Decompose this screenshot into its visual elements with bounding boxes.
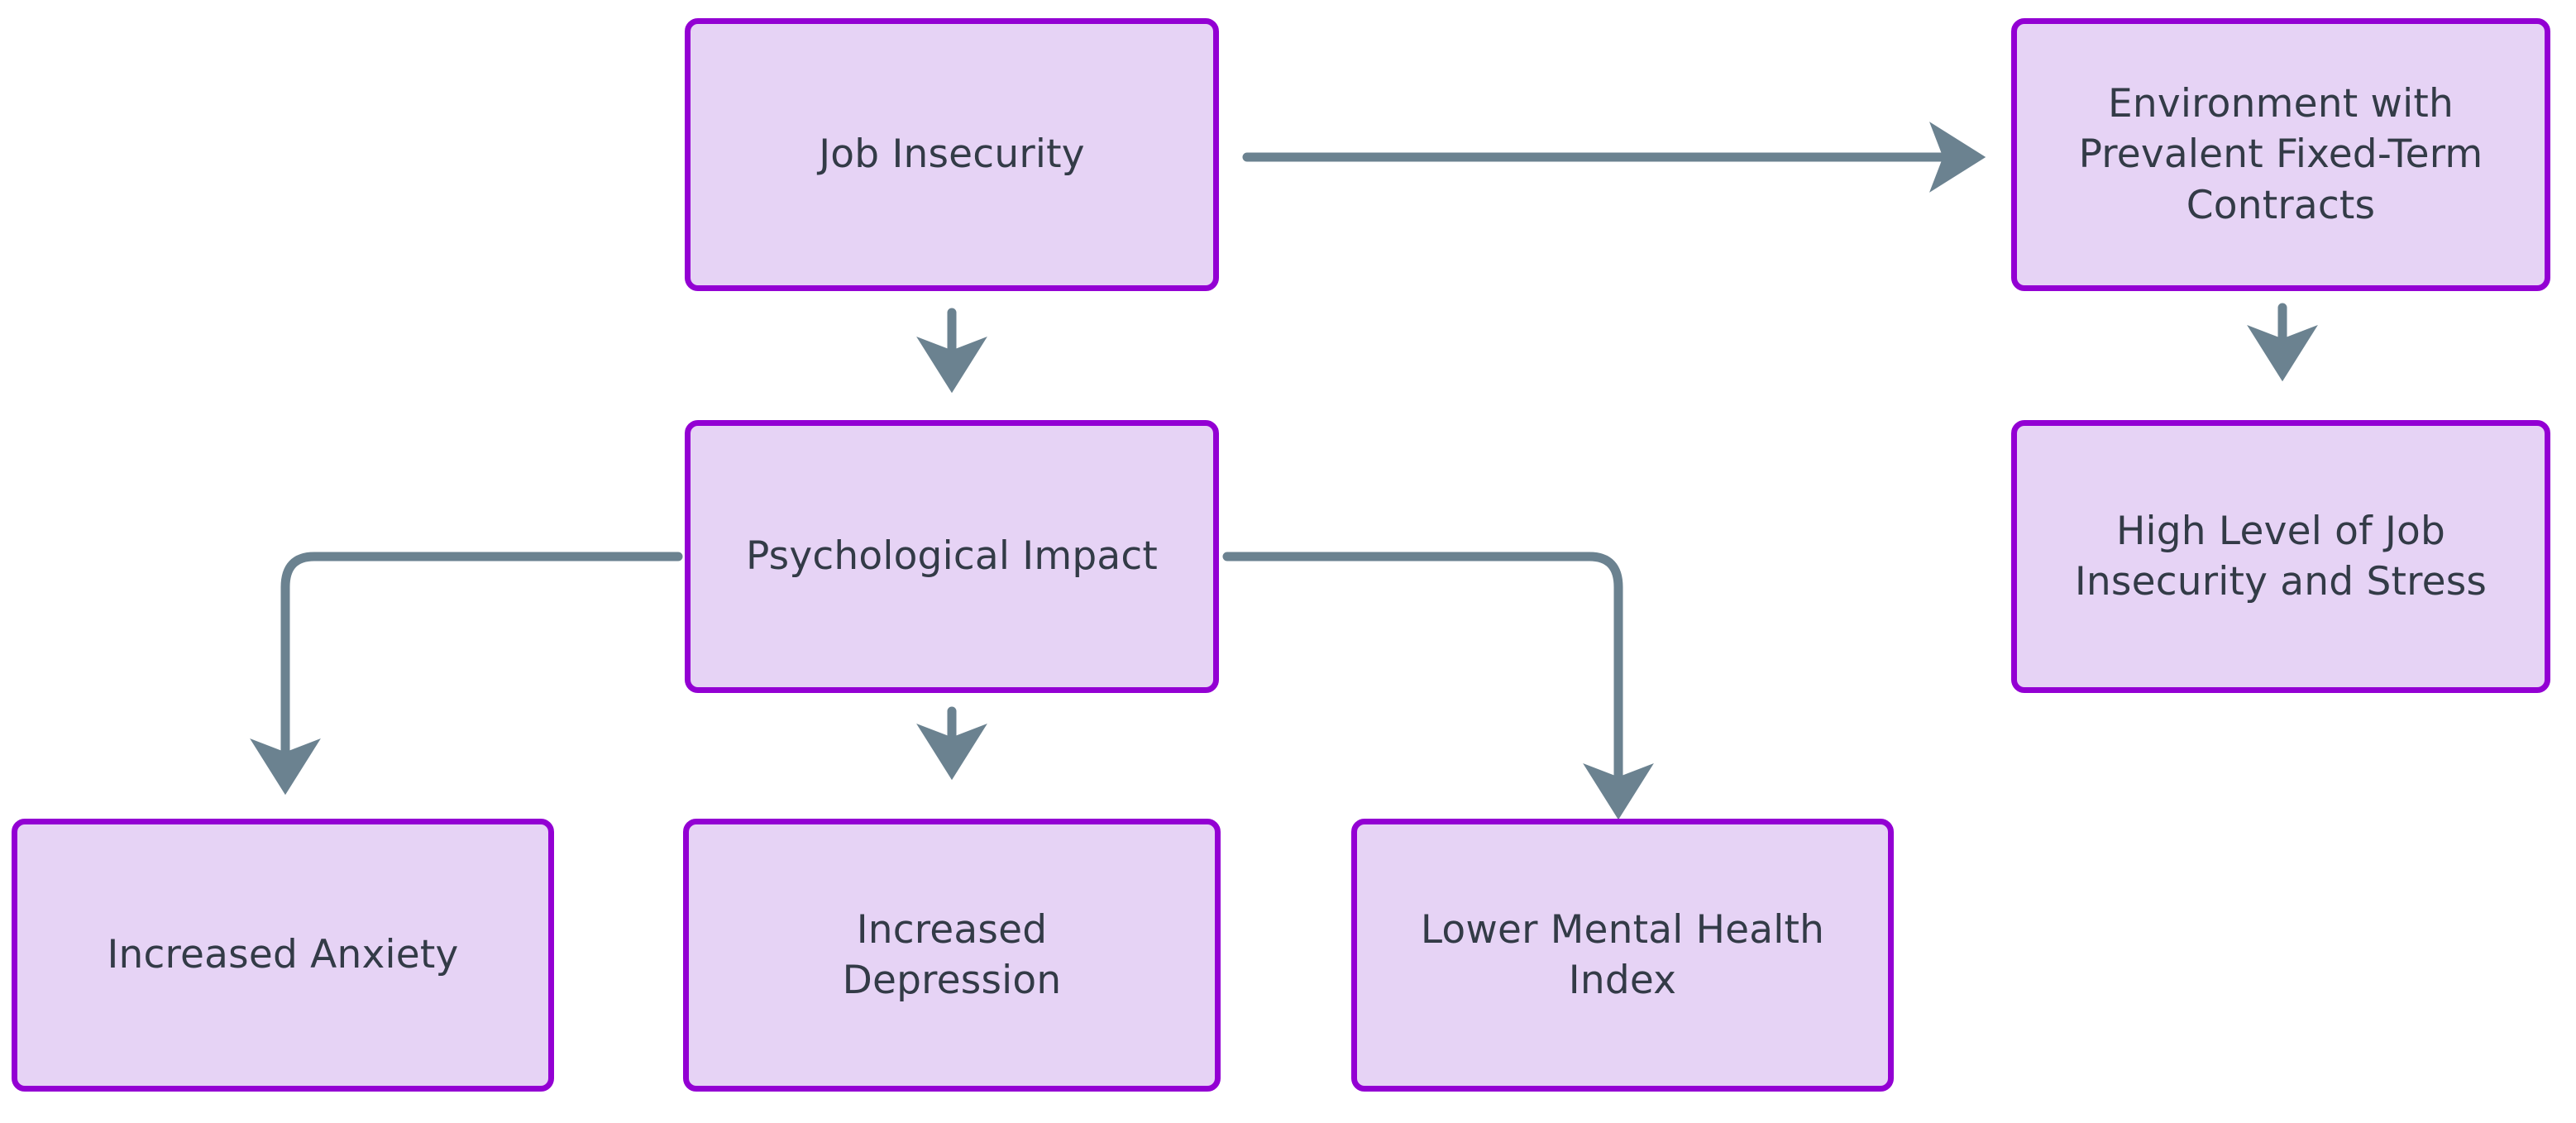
node-increased-anxiety[interactable]: Increased Anxiety bbox=[12, 819, 554, 1092]
node-lower-mental-health-index[interactable]: Lower Mental Health Index bbox=[1351, 819, 1894, 1092]
node-label-environment-fixed-term-contracts: Environment with Prevalent Fixed-Term Co… bbox=[2078, 81, 2483, 228]
node-label-lower-mental-health-index: Lower Mental Health Index bbox=[1420, 906, 1825, 1003]
edge-psychological-impact-to-increased-anxiety bbox=[250, 552, 683, 796]
node-psychological-impact[interactable]: Psychological Impact bbox=[685, 420, 1219, 693]
node-label-increased-depression: Increased Depression bbox=[842, 906, 1062, 1003]
node-label-high-level-job-insecurity-stress: High Level of Job Insecurity and Stress bbox=[2074, 508, 2488, 605]
node-increased-depression[interactable]: Increased Depression bbox=[683, 819, 1221, 1092]
node-environment-fixed-term-contracts[interactable]: Environment with Prevalent Fixed-Term Co… bbox=[2011, 18, 2550, 291]
node-label-job-insecurity: Job Insecurity bbox=[819, 131, 1085, 178]
node-high-level-job-insecurity-stress[interactable]: High Level of Job Insecurity and Stress bbox=[2011, 420, 2550, 693]
node-job-insecurity[interactable]: Job Insecurity bbox=[685, 18, 1219, 291]
edge-psychological-impact-to-lower-mental-health-index bbox=[1222, 552, 1654, 820]
node-label-increased-anxiety: Increased Anxiety bbox=[107, 932, 459, 978]
node-label-psychological-impact: Psychological Impact bbox=[745, 533, 1159, 580]
